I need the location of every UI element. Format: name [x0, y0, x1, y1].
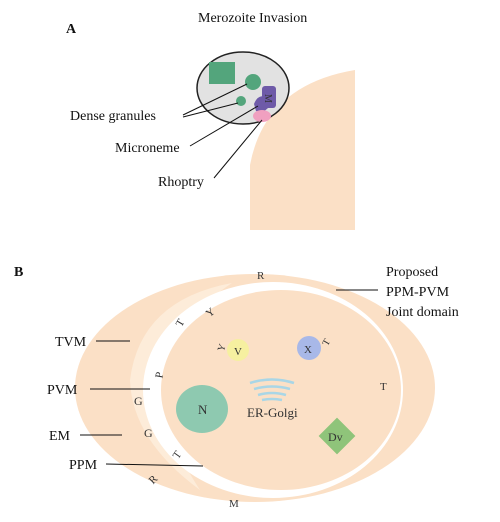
- dense-granules-leader-1: [182, 83, 248, 116]
- ppm-leader: [105, 463, 204, 467]
- tvm-label: TVM: [55, 335, 87, 350]
- dense-granules-leader-2: [182, 102, 239, 118]
- dense-granules-label: Dense granules: [70, 109, 156, 124]
- rim-letter-g-lower: G: [144, 426, 153, 440]
- dense-granule-small: [236, 96, 246, 106]
- proposed-domain-line-2: PPM-PVM: [386, 285, 450, 300]
- rim-letter-g-upper: G: [134, 394, 143, 408]
- er-golgi-label: ER-Golgi: [247, 405, 298, 420]
- em-label: EM: [49, 429, 71, 444]
- er-golgi-stack: [249, 378, 295, 402]
- panel-b: B N V X ER-Golgi Dv R T M R T P T: [14, 265, 459, 510]
- rhoptry-leader: [213, 119, 263, 179]
- digestive-vacuole: [318, 417, 356, 455]
- microneme-leader: [189, 105, 259, 147]
- dv-label: Dv: [328, 430, 343, 444]
- rim-letter-r-top: R: [257, 270, 265, 282]
- rhoptry-bulb: [253, 110, 271, 122]
- panel-a: A Merozoite Invasion M Dense granules Mi…: [66, 11, 355, 230]
- vacuole-x: [297, 336, 321, 360]
- rim-letter-m-bottom: M: [229, 498, 239, 510]
- proposed-domain-line-3: Joint domain: [386, 305, 459, 320]
- rhoptry-m-mark: M: [262, 94, 273, 103]
- merozoite-nucleus-block: [209, 62, 235, 84]
- vacuole-t-letter: T: [321, 337, 334, 348]
- rhoptry-label: Rhoptry: [158, 175, 204, 190]
- rhoptry-neck: [262, 86, 276, 108]
- panel-a-letter: A: [66, 22, 77, 37]
- vacuole-v: [227, 339, 249, 361]
- vacuole-v-label: V: [234, 346, 242, 358]
- microneme-label: Microneme: [115, 141, 180, 156]
- ppm-label: PPM: [69, 458, 98, 473]
- tvm-crescent: [130, 283, 232, 490]
- vacuole-x-label: X: [304, 344, 312, 356]
- proposed-domain-line-1: Proposed: [386, 265, 438, 280]
- pvm-label: PVM: [47, 383, 78, 398]
- panel-a-title: Merozoite Invasion: [198, 11, 307, 26]
- panel-b-letter: B: [14, 265, 23, 280]
- rim-letter-t-right: T: [380, 381, 387, 393]
- nucleus-label: N: [198, 402, 208, 417]
- dense-granule-large: [245, 74, 261, 90]
- vacuole-y-letter: Y: [216, 343, 229, 354]
- rim-letter-p: P: [153, 371, 166, 379]
- nucleus: [176, 385, 228, 433]
